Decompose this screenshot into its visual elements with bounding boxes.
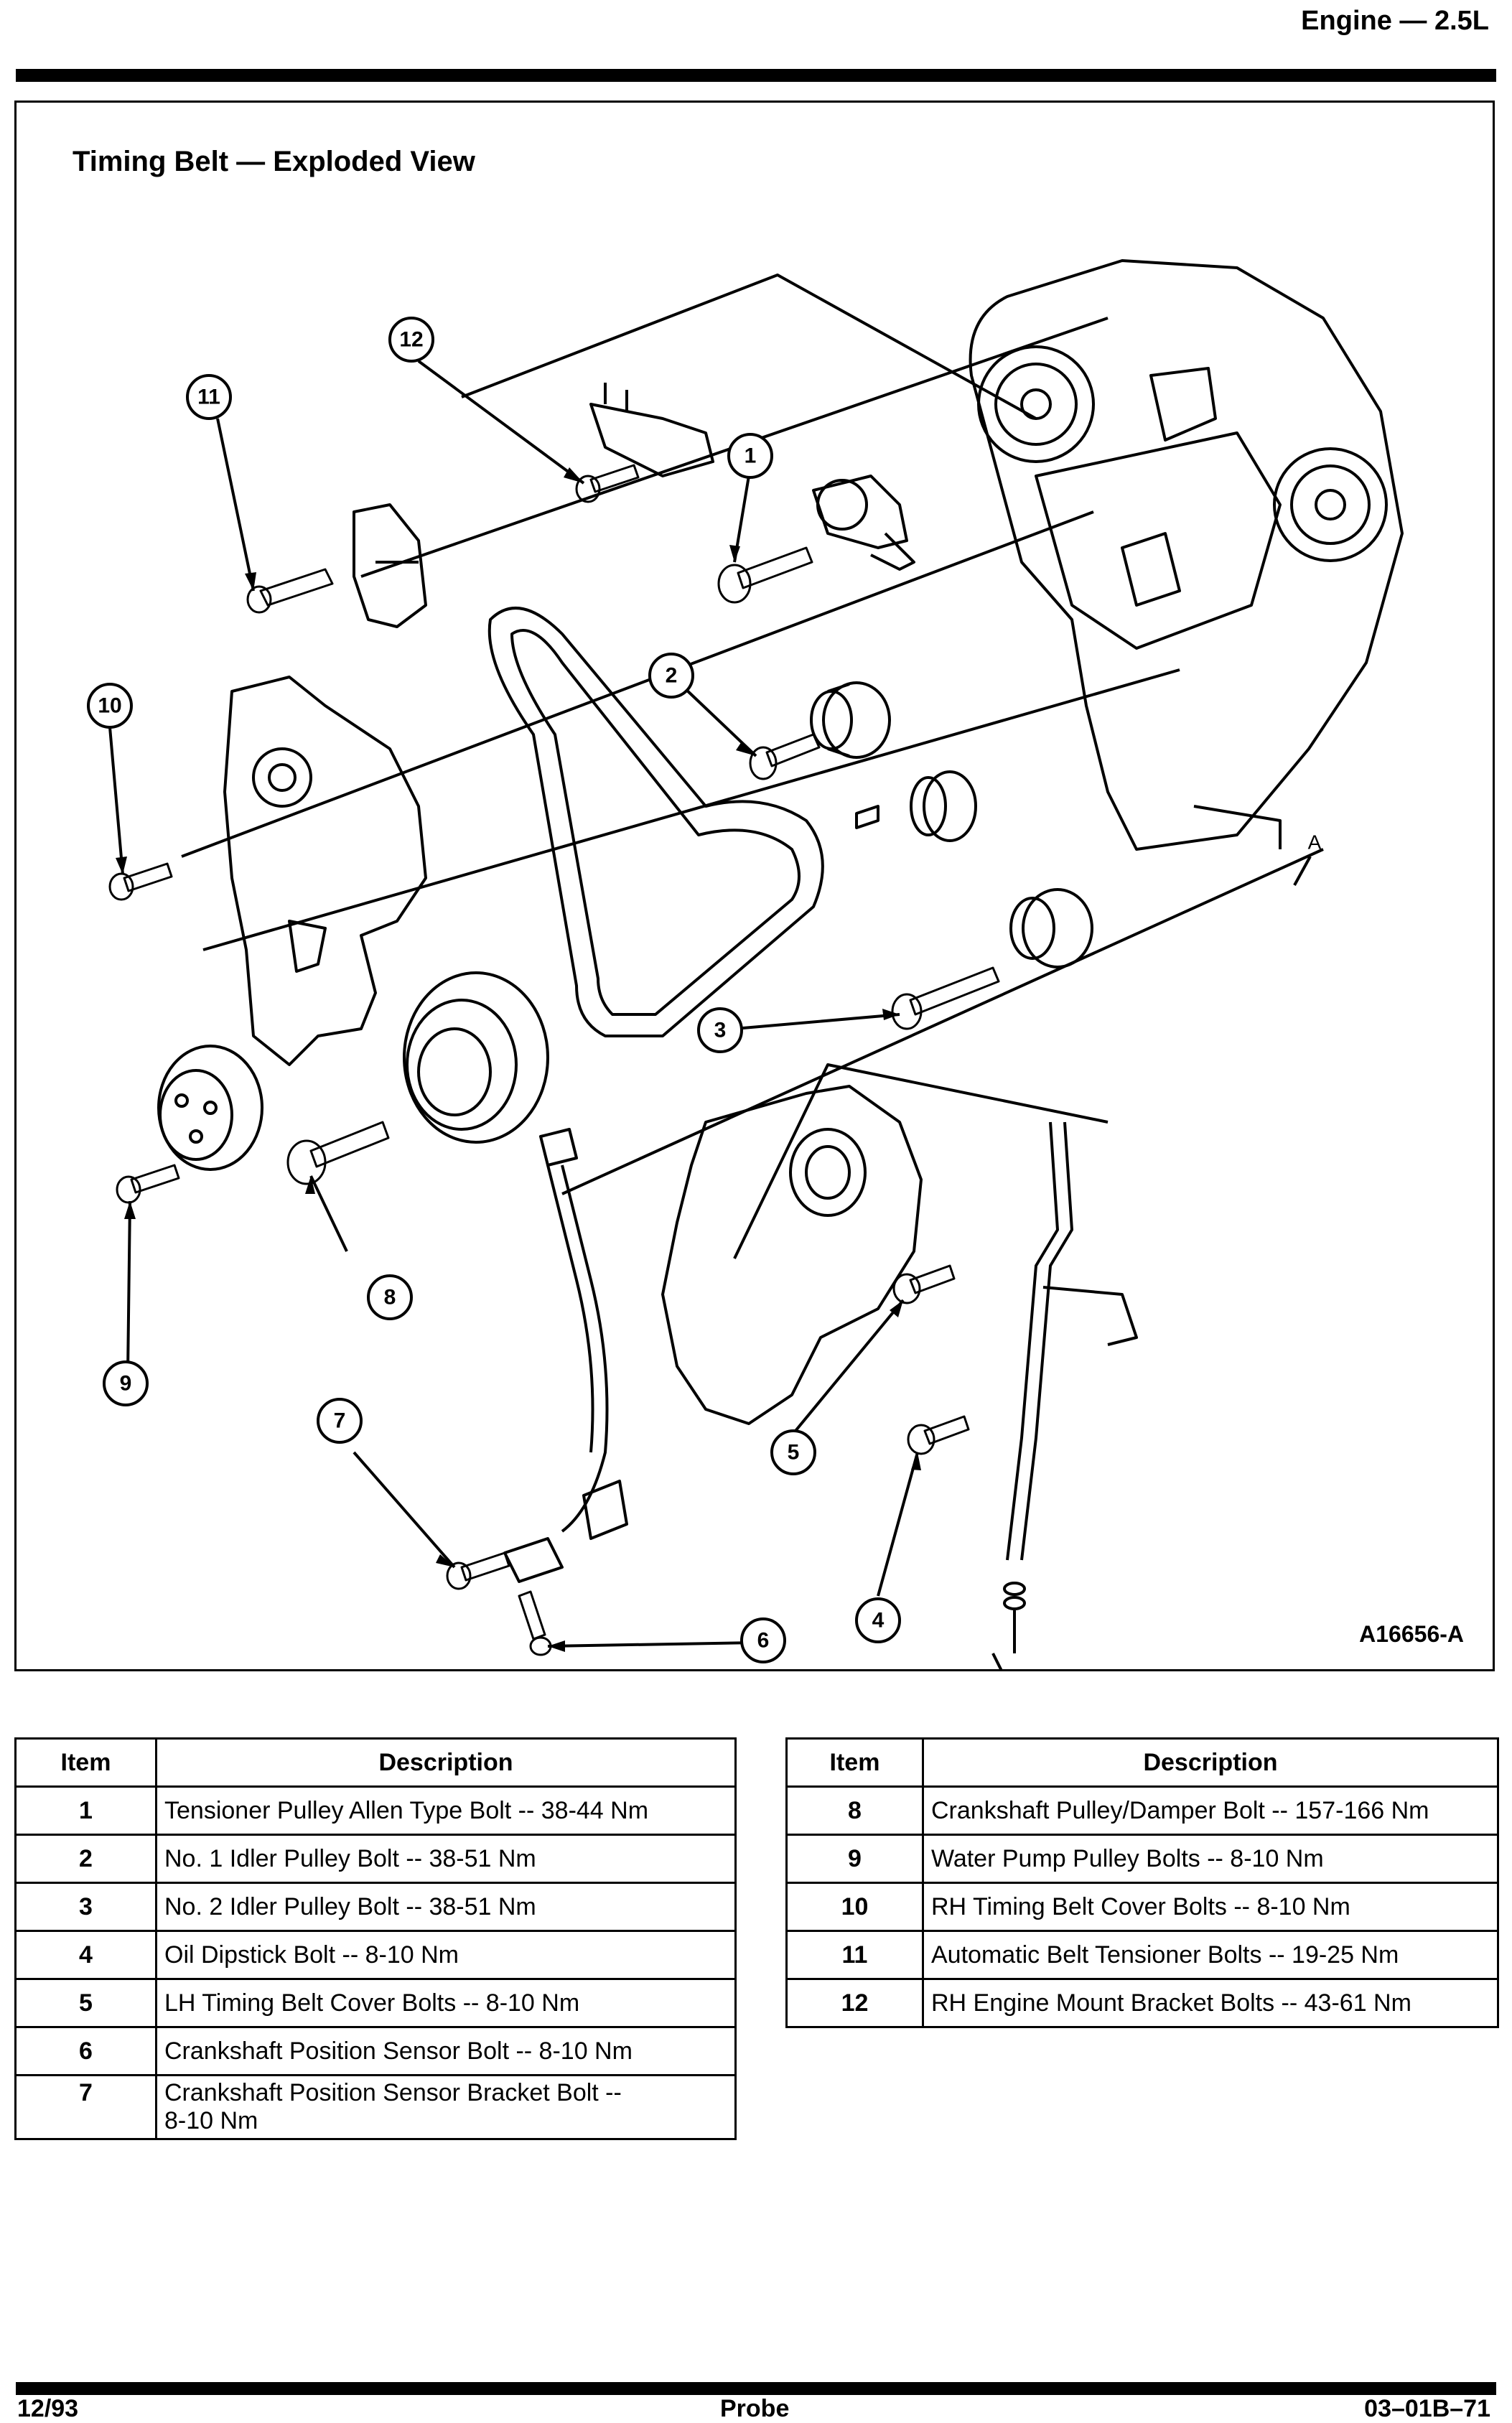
timing-belt-diagram: 1 2 3 4 5 6 7 8 9 10 11 12 A A [87,259,1404,1669]
idler-pulley-2 [1009,888,1093,968]
row-7-description-line-2: 8-10 Nm [164,2107,258,2134]
callouts [87,317,901,1663]
header-rule [16,69,1496,82]
arrow-heads [116,467,921,1652]
ref-label-a: A [1308,831,1322,854]
column-header-description: Description [155,1737,737,1788]
footer-rule [16,2382,1496,2395]
footer-model: Probe [720,2395,790,2422]
rh-timing-belt-cover [223,676,427,1066]
callout-3: 3 [714,1019,727,1042]
table-row: 7 Crankshaft Position Sensor Bracket Bol… [14,2074,737,2140]
callout-8: 8 [384,1286,396,1309]
callout-5: 5 [788,1441,800,1465]
footer-date: 12/93 [17,2395,79,2422]
crankshaft-sprocket [855,770,977,842]
figure-id: A16656-A [1359,1621,1464,1647]
automatic-belt-tensioner [353,503,427,628]
idler-pulley-1 [810,681,891,759]
engine-block [969,259,1404,851]
figure-title: Timing Belt — Exploded View [73,146,475,177]
callout-7: 7 [334,1409,346,1433]
callout-6: 6 [757,1629,770,1653]
water-pump-pulley [157,1045,263,1171]
callout-4: 4 [872,1609,885,1633]
callout-9: 9 [120,1372,132,1396]
footer-page-number: 03–01B–71 [1364,2395,1490,2422]
row-7-description-line-1: Crankshaft Position Sensor Bracket Bolt … [164,2079,622,2106]
alignment-lines [181,274,1324,1259]
engine-mount-bracket [589,383,714,477]
section-header-title: Engine — 2.5L [1301,6,1489,36]
lh-timing-belt-cover [661,1085,923,1425]
timing-belt [487,607,824,1037]
exploded-view-figure: Timing Belt — Exploded View [14,101,1495,1671]
column-header-item: Item [785,1737,924,1788]
column-header-description: Description [922,1737,1499,1788]
callout-11: 11 [197,386,220,409]
leader-lines [108,360,1312,1669]
oil-dipstick [1003,1121,1138,1653]
tensioner-pulley [812,475,915,571]
crankshaft-position-sensor [503,1128,628,1583]
column-header-item: Item [14,1737,157,1788]
callout-2: 2 [666,664,678,688]
callout-1: 1 [745,444,757,468]
callout-12: 12 [399,328,423,352]
crankshaft-damper [403,971,549,1144]
callout-10: 10 [98,694,121,718]
